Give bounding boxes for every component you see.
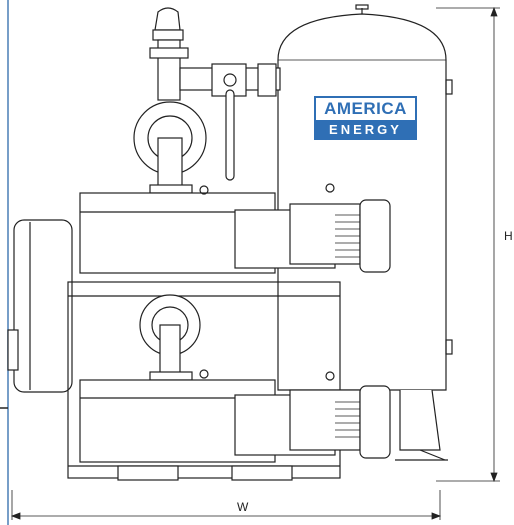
side-motor: [7, 219, 73, 393]
upper-pump-head: [133, 101, 207, 194]
width-dimension-label: W: [237, 500, 249, 514]
america-energy-logo: AMERICA ENERGY: [314, 96, 417, 142]
height-dimension-label: H: [504, 229, 513, 243]
logo-line-2: ENERGY: [314, 120, 417, 140]
dimension-height: [436, 6, 500, 483]
upper-pump-module: [79, 183, 391, 274]
main-frame: [67, 281, 341, 481]
lower-pump-head: [139, 294, 201, 381]
logo-line-1: AMERICA: [314, 96, 417, 122]
inlet-piping: [149, 7, 281, 181]
dimension-width: [10, 490, 442, 520]
lower-pump-module: [79, 369, 391, 463]
